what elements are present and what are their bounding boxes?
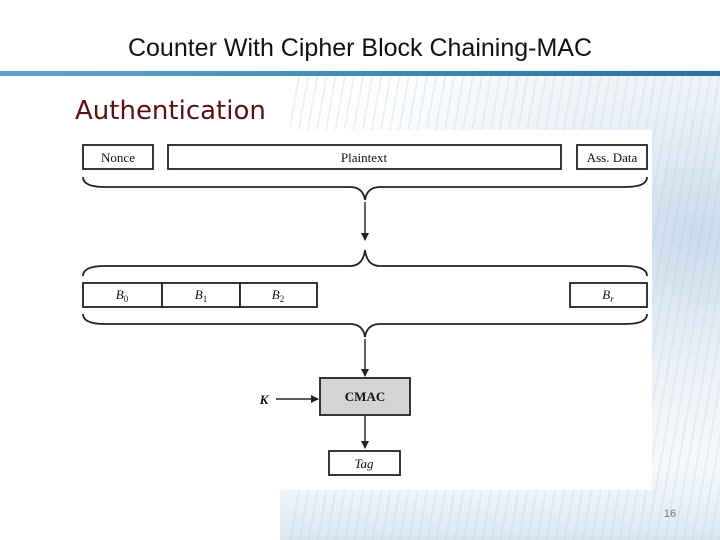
ccm-authentication-diagram: Nonce Plaintext Ass. Data B0 B1 B2 Br K …: [80, 130, 652, 490]
block-b1: [161, 282, 241, 308]
page-number: 16: [663, 508, 677, 520]
lower-brace-top: [82, 249, 648, 277]
slide-title: Counter With Cipher Block Chaining-MAC: [127, 34, 593, 62]
plaintext-box: [167, 144, 562, 170]
title-rule: [0, 71, 720, 76]
block-b2-label: B2: [272, 287, 284, 304]
ass-data-label: Ass. Data: [587, 150, 638, 165]
tag-box: [328, 450, 401, 476]
block-b0: [82, 282, 163, 308]
lower-brace-bottom: [82, 313, 648, 338]
cmac-box: [319, 377, 411, 416]
block-br-label: Br: [602, 287, 614, 304]
section-heading: Authentication: [75, 96, 266, 126]
block-b2: [239, 282, 318, 308]
block-b0-label: B0: [116, 287, 129, 304]
cmac-label: CMAC: [345, 389, 385, 404]
tag-label: Tag: [354, 456, 374, 471]
diagram-svg: Nonce Plaintext Ass. Data B0 B1 B2 Br K …: [82, 144, 648, 476]
key-label: K: [259, 392, 270, 407]
nonce-box: [82, 144, 154, 170]
upper-brace: [82, 176, 648, 201]
ass-data-box: [576, 144, 648, 170]
block-b1-label: B1: [195, 287, 207, 304]
plaintext-label: Plaintext: [341, 150, 388, 165]
nonce-label: Nonce: [101, 150, 135, 165]
block-br: [569, 282, 648, 308]
